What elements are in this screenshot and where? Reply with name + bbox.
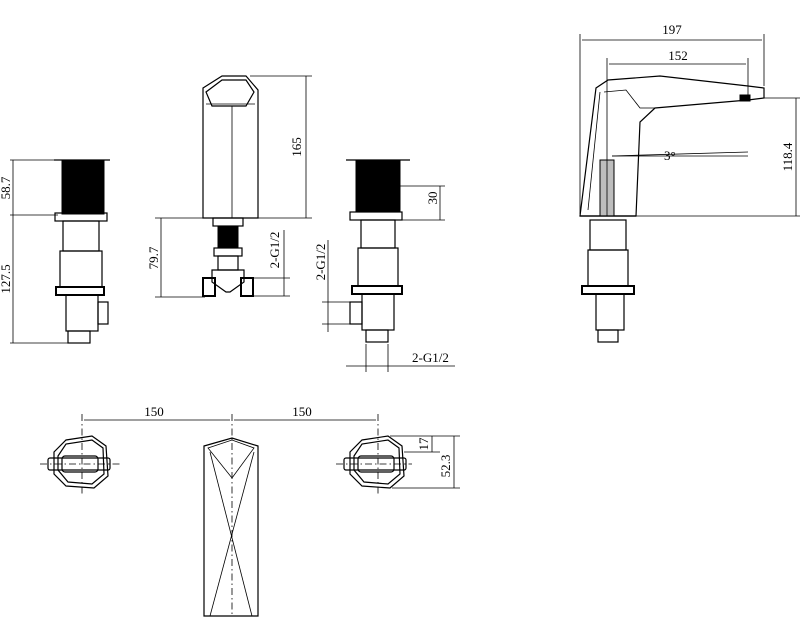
aerator: [739, 94, 751, 102]
dim-overall-length: 197: [662, 22, 682, 37]
dim-inlet-thread-valve-bottom: 2-G1/2: [412, 350, 449, 365]
top-view: [40, 414, 412, 617]
dim-handle-depth-52: 52.3: [438, 455, 453, 478]
dim-inlet-thread-valve-vertical: 2-G1/2: [313, 244, 328, 281]
left-handle-cap: [61, 159, 105, 215]
dim-valve-body-height: 127.5: [0, 264, 13, 293]
dim-handle-depth-17: 17: [416, 437, 431, 451]
dim-spout-body-height: 165: [289, 137, 304, 157]
right-valve-side-view: [346, 159, 410, 343]
dim-spout-shank-length: 79.7: [146, 246, 161, 269]
right-valve-dimensions: 30 2-G1/2 2-G1/2: [313, 185, 455, 372]
left-valve-dimensions: 58.7 127.5: [0, 159, 70, 344]
dim-handle-cap-height: 58.7: [0, 176, 13, 199]
dim-spout-height: 118.4: [780, 142, 795, 171]
spout-threaded-shank: [217, 225, 239, 249]
dim-spout-reach: 152: [668, 48, 688, 63]
dim-inlet-thread-spout: 2-G1/2: [267, 232, 282, 269]
spout-front-dimensions: 165 79.7 2-G1/2: [146, 75, 312, 298]
dim-centers-left: 150: [144, 404, 164, 419]
top-view-dimensions: 150 150 17 52.3: [84, 404, 460, 489]
right-handle-top: [343, 435, 407, 489]
right-handle-cap: [355, 159, 401, 213]
left-handle-top: [47, 435, 111, 489]
spout-front-view: [202, 75, 259, 297]
spout-side-dimensions: 197 152 3° 118.4: [579, 22, 800, 217]
spout-side-view: [579, 75, 765, 343]
dim-cap-offset: 30: [425, 192, 440, 205]
left-valve-side-view: [54, 159, 110, 344]
dim-centers-right: 150: [292, 404, 312, 419]
spout-top: [203, 437, 259, 617]
dim-spout-angle: 3°: [664, 148, 676, 163]
